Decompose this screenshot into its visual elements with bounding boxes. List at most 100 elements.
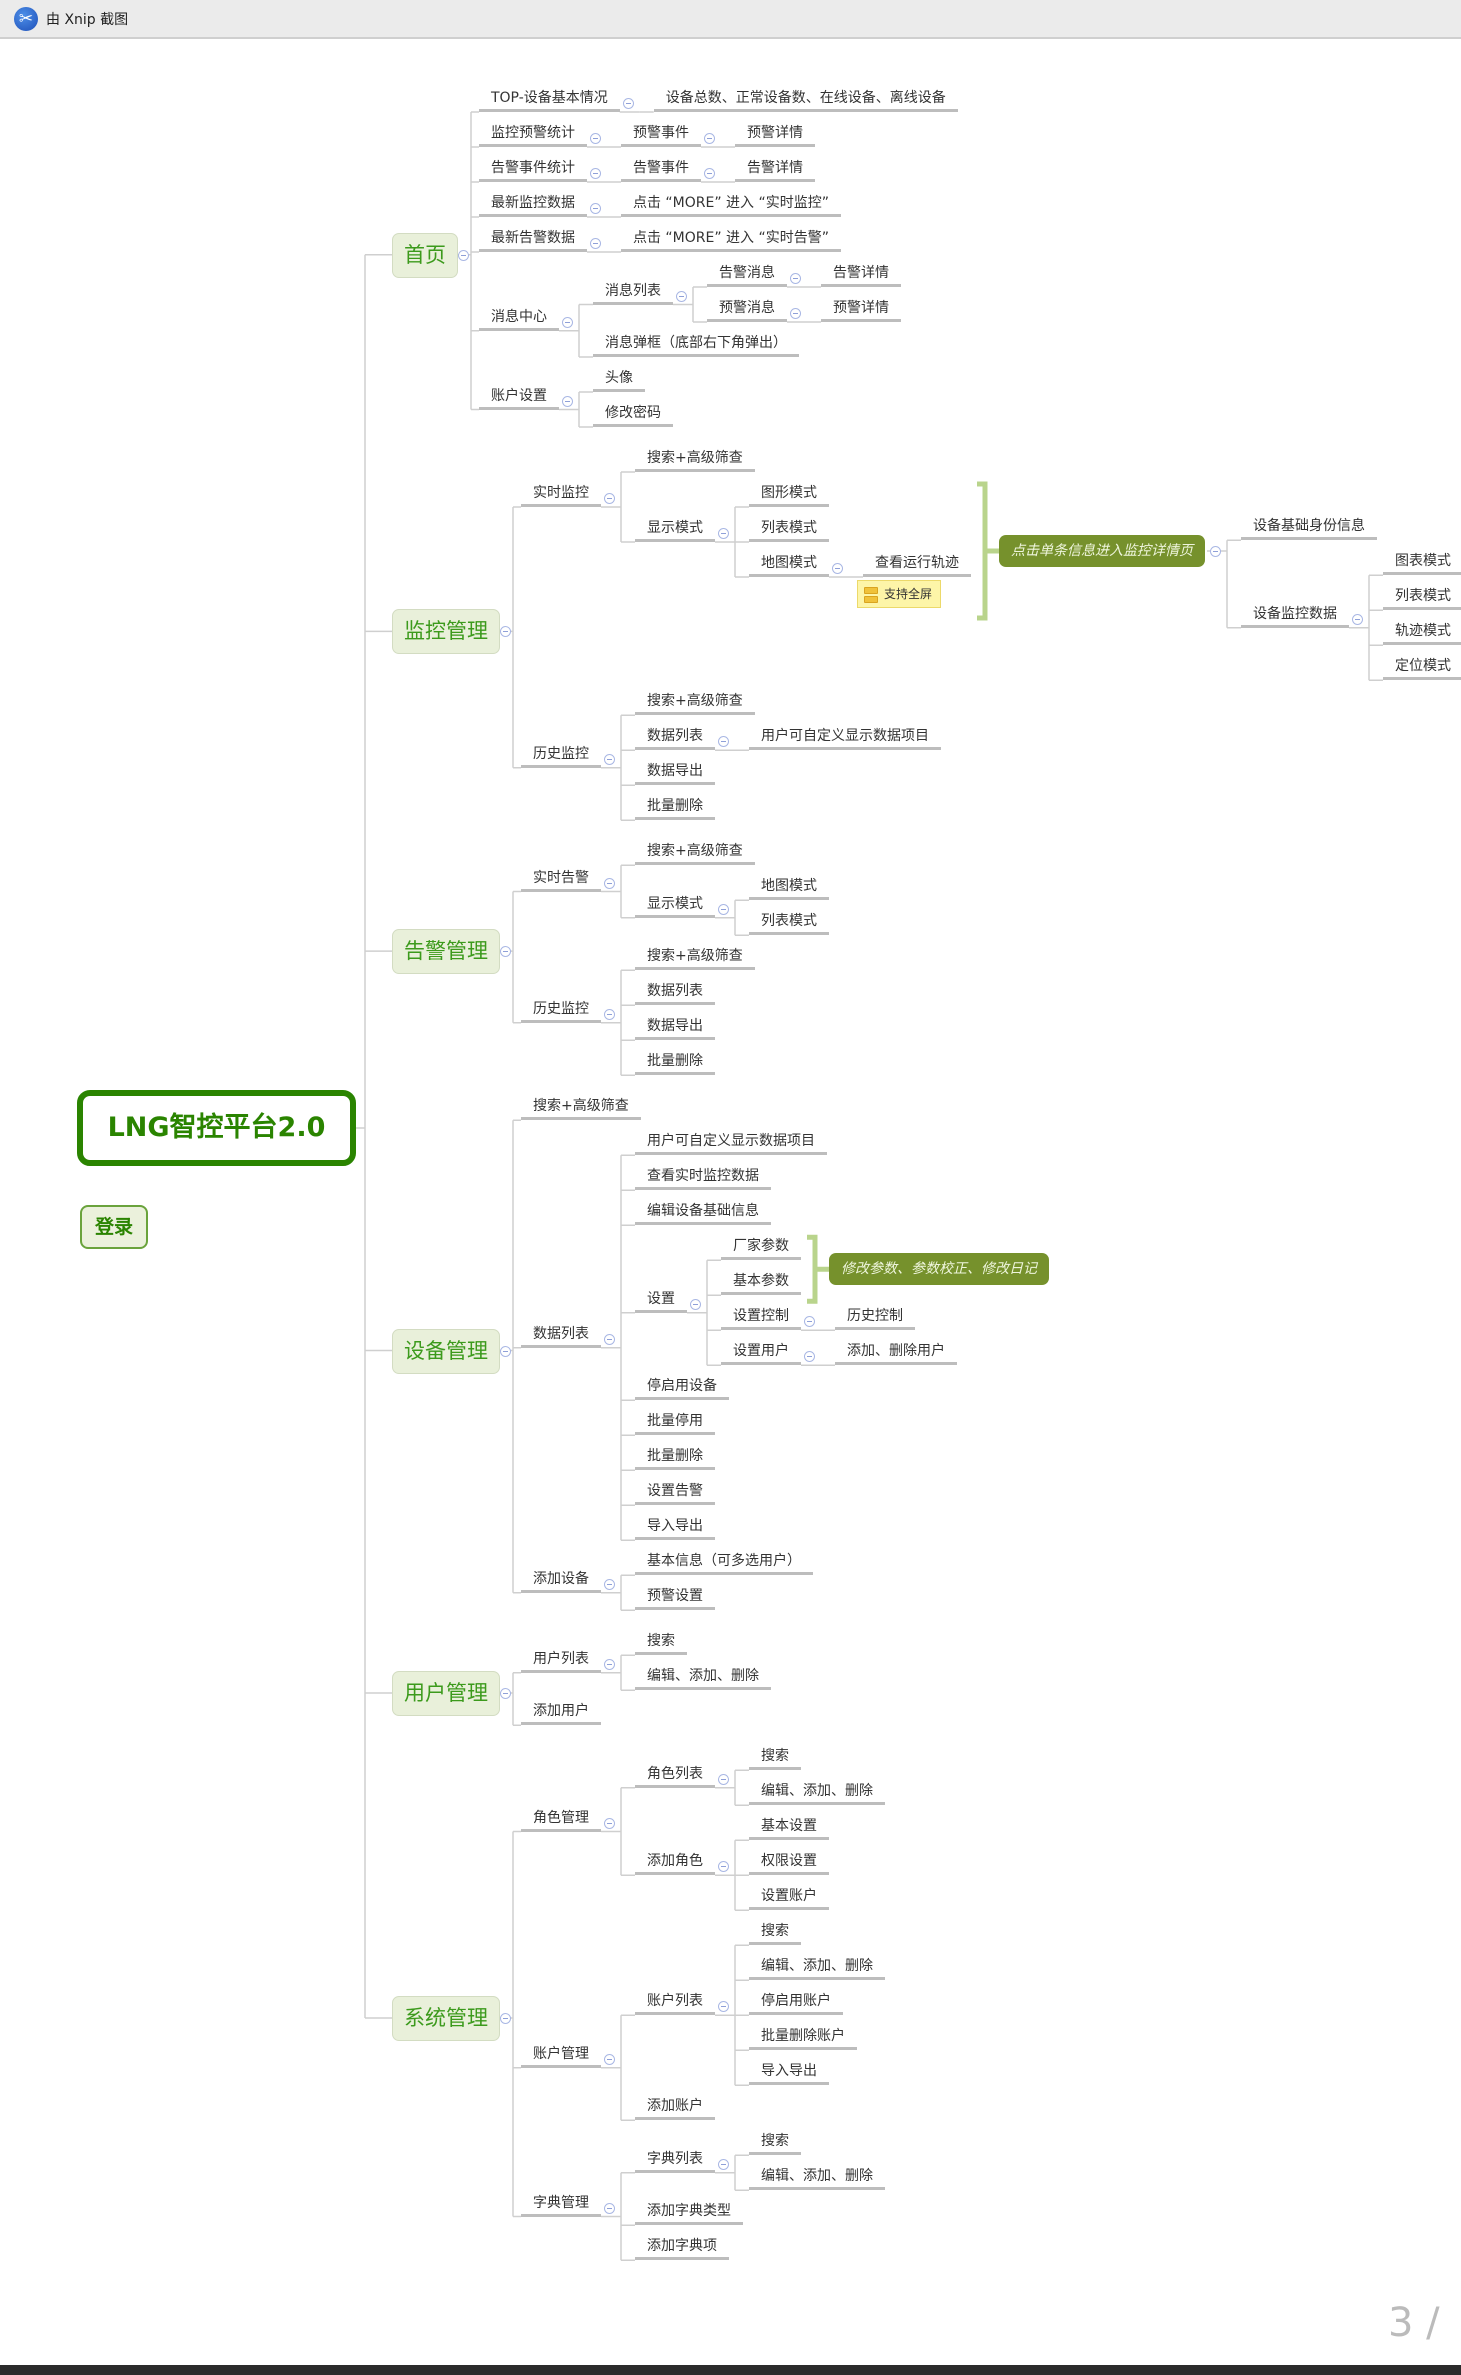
mindmap-node[interactable]: 添加字典项 <box>634 2235 729 2261</box>
collapse-toggle-icon[interactable] <box>603 493 615 504</box>
mindmap-node[interactable]: 厂家参数 <box>720 1235 801 1261</box>
note-callout[interactable]: 支持全屏 <box>856 580 941 608</box>
branch-topic[interactable]: 监控管理 <box>392 609 500 655</box>
mindmap-node[interactable]: 添加设备 <box>520 1568 601 1593</box>
mindmap-node[interactable]: 角色管理 <box>520 1807 601 1832</box>
mindmap-node[interactable]: 添加角色 <box>634 1850 715 1876</box>
mindmap-node[interactable]: 编辑设备基础信息 <box>634 1200 771 1226</box>
collapse-toggle-icon[interactable] <box>603 1817 615 1829</box>
mindmap-node[interactable]: 设备监控数据 <box>1240 603 1349 628</box>
mindmap-node[interactable]: 告警详情 <box>820 262 901 287</box>
mindmap-node[interactable]: 搜索+高级筛查 <box>634 840 755 866</box>
collapse-toggle-icon[interactable] <box>717 1861 729 1873</box>
collapse-toggle-icon[interactable] <box>457 249 469 261</box>
root-topic[interactable]: LNG智控平台2.0 <box>77 1090 356 1166</box>
mindmap-node[interactable]: 数据导出 <box>634 1015 715 1041</box>
collapse-toggle-icon[interactable] <box>589 238 601 249</box>
collapse-toggle-icon[interactable] <box>561 316 573 328</box>
mindmap-node[interactable]: 最新监控数据 <box>478 192 587 217</box>
mindmap-node[interactable]: 设置控制 <box>720 1305 801 1331</box>
mindmap-node[interactable]: 预警事件 <box>620 122 701 147</box>
mindmap-node[interactable]: 地图模式 <box>748 552 829 577</box>
mindmap-node[interactable]: 显示模式 <box>634 893 715 918</box>
collapse-toggle-icon[interactable] <box>603 1658 615 1670</box>
mindmap-node[interactable]: 搜索+高级筛查 <box>634 945 755 971</box>
mindmap-node[interactable]: 搜索+高级筛查 <box>634 447 755 472</box>
collapse-toggle-icon[interactable] <box>603 753 615 765</box>
mindmap-node[interactable]: 数据列表 <box>634 725 715 751</box>
mindmap-node[interactable]: 头像 <box>592 367 645 392</box>
mindmap-node[interactable]: 图表模式 <box>1382 550 1461 576</box>
branch-topic[interactable]: 系统管理 <box>392 1996 500 2041</box>
collapse-toggle-icon[interactable] <box>499 1688 511 1699</box>
mindmap-node[interactable]: 字典列表 <box>634 2148 715 2173</box>
collapse-toggle-icon[interactable] <box>717 1773 729 1785</box>
collapse-toggle-icon[interactable] <box>622 98 634 109</box>
mindmap-node[interactable]: 用户列表 <box>520 1648 601 1673</box>
collapse-toggle-icon[interactable] <box>803 1351 815 1363</box>
mindmap-node[interactable]: 编辑、添加、删除 <box>748 1780 885 1806</box>
mindmap-node[interactable]: 预警消息 <box>706 297 787 322</box>
mindmap-node[interactable]: 批量删除 <box>634 1050 715 1076</box>
collapse-toggle-icon[interactable] <box>603 877 615 889</box>
collapse-toggle-icon[interactable] <box>499 2013 511 2024</box>
mindmap-node[interactable]: 用户可自定义显示数据项目 <box>634 1130 827 1156</box>
mindmap-node[interactable]: 实时告警 <box>520 867 601 892</box>
collapse-toggle-icon[interactable] <box>1351 613 1363 625</box>
mindmap-node[interactable]: 定位模式 <box>1382 655 1461 681</box>
summary-topic[interactable]: 点击单条信息进入监控详情页 <box>998 535 1205 567</box>
mindmap-node[interactable]: 账户列表 <box>634 1990 715 2016</box>
collapse-toggle-icon[interactable] <box>717 528 729 539</box>
mindmap-node[interactable]: 历史监控 <box>520 743 601 768</box>
collapse-toggle-icon[interactable] <box>831 563 843 574</box>
mindmap-node[interactable]: 搜索 <box>634 1630 687 1656</box>
mindmap-node[interactable]: 设置 <box>634 1288 687 1313</box>
branch-topic[interactable]: 用户管理 <box>392 1671 500 1716</box>
mindmap-node[interactable]: 消息中心 <box>478 306 559 331</box>
mindmap-node[interactable]: 查看实时监控数据 <box>634 1165 771 1191</box>
mindmap-node[interactable]: 预警详情 <box>820 297 901 322</box>
mindmap-node[interactable]: 编辑、添加、删除 <box>634 1665 771 1691</box>
collapse-toggle-icon[interactable] <box>717 736 729 748</box>
mindmap-node[interactable]: 批量删除 <box>634 1445 715 1471</box>
mindmap-node[interactable]: 轨迹模式 <box>1382 620 1461 646</box>
mindmap-node[interactable]: 搜索 <box>748 1745 801 1771</box>
mindmap-node[interactable]: 添加账户 <box>634 2095 715 2121</box>
mindmap-node[interactable]: 基本信息（可多选用户） <box>634 1550 813 1576</box>
mindmap-node[interactable]: 停启用设备 <box>634 1375 729 1401</box>
mindmap-node[interactable]: 查看运行轨迹 <box>862 552 971 577</box>
mindmap-node[interactable]: TOP-设备基本情况 <box>478 87 620 112</box>
collapse-toggle-icon[interactable] <box>603 2053 615 2065</box>
mindmap-node[interactable]: 设备基础身份信息 <box>1240 515 1377 541</box>
mindmap-node[interactable]: 权限设置 <box>748 1850 829 1876</box>
mindmap-node[interactable]: 批量删除 <box>634 795 715 821</box>
collapse-toggle-icon[interactable] <box>1209 546 1221 557</box>
collapse-toggle-icon[interactable] <box>603 2202 615 2214</box>
collapse-toggle-icon[interactable] <box>589 168 601 179</box>
mindmap-node[interactable]: 添加字典类型 <box>634 2200 743 2226</box>
collapse-toggle-icon[interactable] <box>499 946 511 958</box>
mindmap-node[interactable]: 设备总数、正常设备数、在线设备、离线设备 <box>653 87 958 112</box>
collapse-toggle-icon[interactable] <box>717 2158 729 2170</box>
mindmap-node[interactable]: 历史监控 <box>520 998 601 1023</box>
collapse-toggle-icon[interactable] <box>717 903 729 915</box>
mindmap-node[interactable]: 列表模式 <box>1382 585 1461 611</box>
collapse-toggle-icon[interactable] <box>789 308 801 319</box>
mindmap-node[interactable]: 最新告警数据 <box>478 227 587 252</box>
mindmap-node[interactable]: 批量停用 <box>634 1410 715 1436</box>
mindmap-node[interactable]: 设置用户 <box>720 1340 801 1366</box>
mindmap-node[interactable]: 搜索 <box>748 2130 801 2156</box>
mindmap-node[interactable]: 基本参数 <box>720 1270 801 1296</box>
summary-topic[interactable]: 修改参数、参数校正、修改日记 <box>828 1253 1049 1286</box>
mindmap-node[interactable]: 数据列表 <box>634 980 715 1006</box>
mindmap-node[interactable]: 编辑、添加、删除 <box>748 2165 885 2191</box>
mindmap-node[interactable]: 导入导出 <box>634 1515 715 1541</box>
mindmap-node[interactable]: 监控预警统计 <box>478 122 587 147</box>
mindmap-node[interactable]: 消息弹框（底部右下角弹出） <box>592 332 799 357</box>
mindmap-node[interactable]: 实时监控 <box>520 482 601 507</box>
collapse-toggle-icon[interactable] <box>499 626 511 638</box>
mindmap-node[interactable]: 设置账户 <box>748 1885 829 1911</box>
mindmap-node[interactable]: 预警设置 <box>634 1585 715 1611</box>
mindmap-node[interactable]: 告警消息 <box>706 262 787 287</box>
mindmap-node[interactable]: 消息列表 <box>592 280 673 305</box>
